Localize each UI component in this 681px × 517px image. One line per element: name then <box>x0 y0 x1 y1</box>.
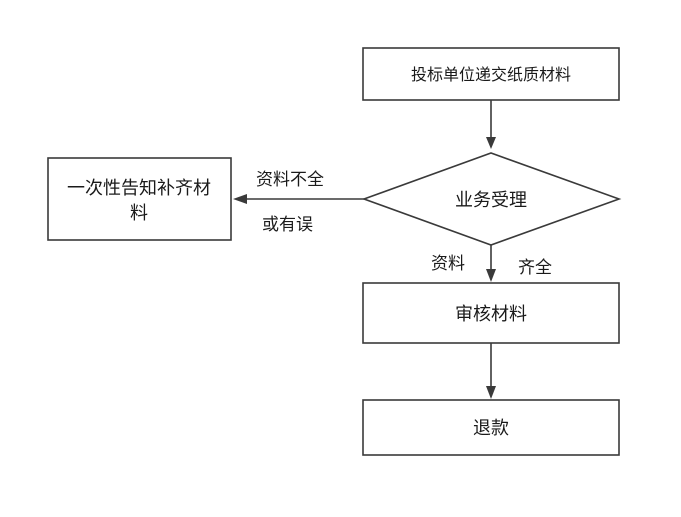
edge-submit-to-accept <box>486 100 496 149</box>
node-business-acceptance-label: 业务受理 <box>455 190 527 211</box>
node-notify-supplement: 一次性告知补齐材 料 <box>47 157 232 241</box>
arrow-head <box>486 137 496 149</box>
node-business-acceptance: 业务受理 <box>361 152 622 246</box>
node-submit-materials-label: 投标单位递交纸质材料 <box>411 65 571 84</box>
node-refund: 退款 <box>362 399 620 456</box>
edge-label-incomplete-line1: 资料不全 <box>256 170 324 190</box>
node-review-materials-label: 审核材料 <box>455 304 527 325</box>
edge-accept-to-review <box>486 245 496 282</box>
arrow-head <box>233 194 247 204</box>
arrow-head <box>486 386 496 399</box>
arrow-head <box>486 269 496 282</box>
node-notify-supplement-label-line1: 一次性告知补齐材 <box>67 178 211 199</box>
edge-label-complete-left: 资料 <box>431 254 465 274</box>
node-notify-supplement-label-line2: 料 <box>130 203 148 224</box>
node-refund-label: 退款 <box>473 418 509 439</box>
edge-label-incomplete-line2: 或有误 <box>262 215 313 235</box>
edge-label-complete-right: 齐全 <box>518 258 552 278</box>
node-submit-materials: 投标单位递交纸质材料 <box>362 47 620 101</box>
node-review-materials: 审核材料 <box>362 282 620 344</box>
edge-accept-to-notify <box>233 194 364 204</box>
edge-review-to-refund <box>486 343 496 399</box>
